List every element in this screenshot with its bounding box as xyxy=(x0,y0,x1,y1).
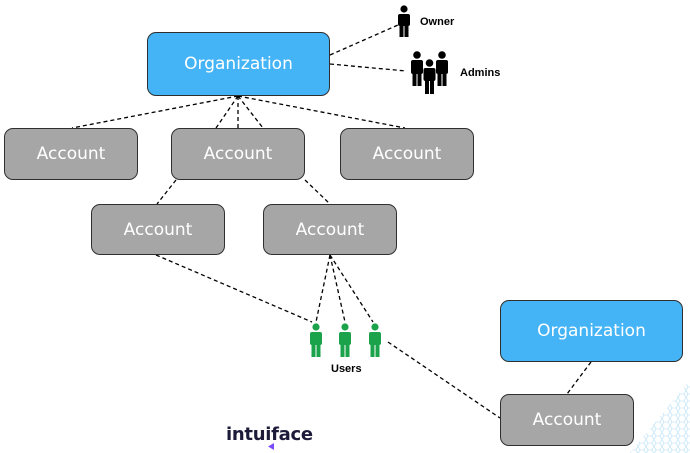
user-person-icon xyxy=(369,323,381,357)
user-person-icon xyxy=(310,323,322,357)
account-node-2: Account xyxy=(171,128,305,180)
link-account-5-user-1 xyxy=(315,254,331,323)
account-node-5: Account xyxy=(263,204,397,255)
link-account-2-account-4 xyxy=(156,179,177,205)
link-account-4-user-1 xyxy=(155,254,313,323)
link-org-owner xyxy=(329,24,399,56)
link-org-2-account-6 xyxy=(566,361,592,395)
link-account-5-user-3 xyxy=(329,254,374,323)
admins-people-icon xyxy=(411,51,448,94)
account-node-4: Account xyxy=(91,204,225,255)
link-org-admins xyxy=(329,63,407,72)
account-node-3: Account xyxy=(340,128,474,180)
link-account-2-account-5 xyxy=(304,179,331,205)
owner-label: Owner xyxy=(420,16,455,28)
hexagon-pattern-decoration xyxy=(630,380,690,453)
link-org-account-2c xyxy=(237,95,264,129)
organization-node: Organization xyxy=(147,32,330,96)
owner-person-icon xyxy=(398,5,410,37)
link-org-account-2a xyxy=(215,95,239,129)
account-node-1: Account xyxy=(4,128,138,180)
link-org-account-3 xyxy=(237,95,406,129)
logo-accent-icon xyxy=(268,443,274,450)
link-org-account-1 xyxy=(71,95,239,129)
link-account-5-user-2 xyxy=(329,254,346,323)
account-node-6: Account xyxy=(500,394,634,446)
admins-label: Admins xyxy=(460,67,501,79)
organization-node-2: Organization xyxy=(500,300,683,362)
users-label: Users xyxy=(331,363,362,375)
link-user-3-account-6 xyxy=(387,341,501,419)
intuiface-logo: intuiface xyxy=(226,424,313,445)
user-person-icon xyxy=(339,323,351,357)
